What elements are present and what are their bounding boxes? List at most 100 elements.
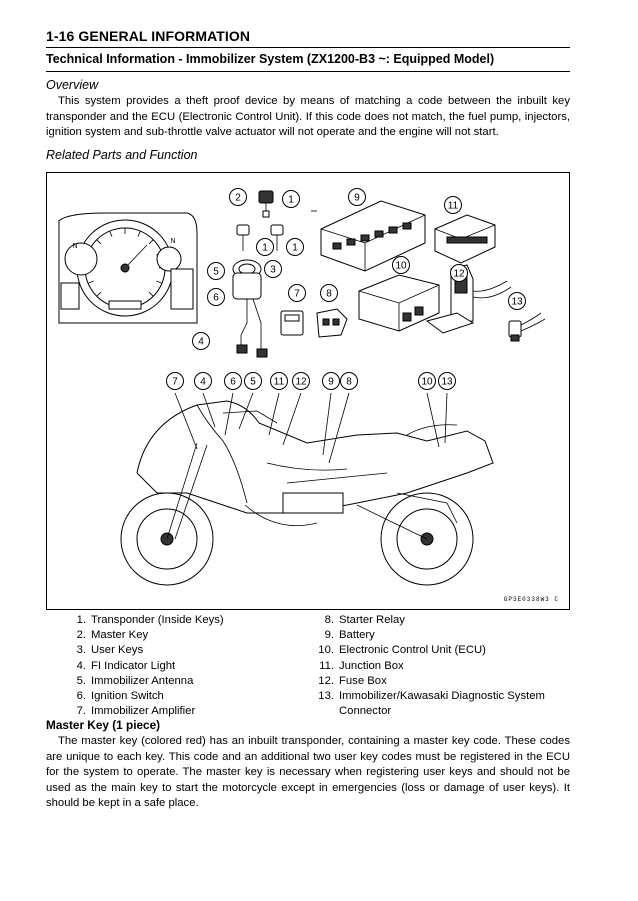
svg-text:3: 3 [270, 265, 276, 276]
subtitle-rule [46, 71, 570, 72]
dial-tick [87, 280, 94, 284]
svg-text:9: 9 [328, 377, 334, 388]
callout-number: 13 [438, 372, 456, 390]
svg-text:8: 8 [346, 377, 352, 388]
list-item: 3. User Keys [64, 643, 304, 658]
svg-text:8: 8 [326, 289, 332, 300]
svg-text:6: 6 [230, 377, 236, 388]
callout-number: 7 [166, 372, 184, 390]
part-label: User Keys [91, 644, 144, 657]
page-title: 1-16 GENERAL INFORMATION [46, 28, 251, 44]
callout-number: 6 [224, 372, 242, 390]
battery-terminal [388, 226, 398, 234]
part-number: 1. [76, 614, 86, 626]
svg-text:12: 12 [295, 377, 307, 388]
part-number: 10. [318, 644, 334, 657]
svg-text:11: 11 [274, 377, 285, 388]
svg-text:1: 1 [288, 195, 294, 206]
list-item: 6.Ignition Switch [64, 689, 304, 704]
part-label: Electronic Control Unit (ECU) [339, 644, 486, 657]
callout-number: 6 [207, 288, 225, 306]
battery-terminal [374, 230, 384, 238]
part-label: Immobilizer Antenna [91, 674, 194, 687]
motorcycle-icon [120, 400, 494, 586]
callout-number: 11 [444, 196, 462, 214]
overview-text: This system provides a theft proof devic… [46, 95, 570, 138]
ignition-switch-icon [232, 259, 268, 358]
header-rule [46, 47, 570, 48]
master-key-icon [258, 190, 274, 218]
dial-tick [156, 280, 163, 284]
list-item: 8.Starter Relay [312, 613, 574, 628]
dial-tick [96, 239, 102, 245]
part-label: Junction Box [339, 659, 404, 672]
svg-text:1: 1 [292, 243, 298, 254]
part-number: 13. [318, 690, 334, 703]
list-item: 9.Battery [312, 628, 574, 643]
list-item: 11. Junction Box [312, 659, 574, 674]
part-number: 6. [76, 690, 86, 703]
figure-code: GP3E0338W3 C [503, 596, 559, 603]
master-key-heading: Master Key (1 piece) [46, 718, 161, 732]
overview-heading: Overview [46, 78, 99, 92]
svg-text:5: 5 [250, 377, 256, 388]
callout-number: 1 [256, 238, 274, 256]
svg-text:4: 4 [200, 377, 206, 388]
section-subtitle: Technical Information - Immobilizer Syst… [46, 52, 495, 66]
part-number: 9. [324, 629, 334, 642]
callout-number: 3 [264, 260, 282, 278]
part-number: 3. [76, 644, 86, 657]
figure-drawing: N N [58, 188, 546, 586]
svg-text:7: 7 [294, 289, 300, 300]
part-number: 7. [76, 705, 86, 718]
ecu-icon [358, 274, 440, 332]
master-key-text: The master key (colored red) has an inbu… [46, 735, 570, 809]
callout-number: 8 [340, 372, 358, 390]
callout-number: 5 [244, 372, 262, 390]
callout-number: 13 [508, 292, 526, 310]
dial-tick [148, 239, 154, 245]
part-number: 11. [319, 659, 334, 672]
part-label: Immobilizer/Kawasaki Diagnostic System C… [339, 690, 545, 718]
dial-tick [109, 230, 113, 237]
callout-number: 5 [207, 262, 225, 280]
starter-relay-icon [316, 308, 348, 338]
svg-text:9: 9 [354, 193, 360, 204]
svg-text:10: 10 [395, 261, 407, 272]
part-number: 2. [76, 629, 86, 642]
list-item: 4.FI Indicator Light [64, 659, 304, 674]
junction-box-icon [434, 214, 496, 264]
callout-number: 12 [292, 372, 310, 390]
list-item: 2.Master Key [64, 628, 304, 643]
battery-terminal [402, 222, 412, 230]
svg-text:1: 1 [262, 243, 268, 254]
overview-paragraph: This system provides a theft proof devic… [46, 94, 570, 141]
part-label: Transponder (Inside Keys) [91, 614, 224, 626]
dial-tick [148, 291, 154, 297]
immobilizer-figure: N N [46, 172, 570, 610]
callout-number: 10 [392, 256, 410, 274]
list-item: 10. Electronic Control Unit (ECU) [312, 643, 574, 658]
speedometer-cluster-icon: N N [58, 212, 198, 324]
part-label: Starter Relay [339, 614, 405, 626]
callout-number: 4 [194, 372, 212, 390]
key-icon [236, 224, 284, 251]
callout-number: 10 [418, 372, 436, 390]
callout-number: 7 [288, 284, 306, 302]
svg-text:4: 4 [198, 337, 204, 348]
callout-number: 12 [450, 264, 468, 282]
leader-lines [174, 210, 448, 464]
callout-number: 1 [282, 190, 300, 208]
callout-number: 9 [322, 372, 340, 390]
battery-icon [320, 200, 426, 272]
master-key-paragraph: The master key (colored red) has an inbu… [46, 734, 570, 812]
svg-text:N: N [170, 238, 175, 245]
svg-text:6: 6 [213, 293, 219, 304]
battery-terminal [332, 242, 342, 250]
svg-text:N: N [72, 243, 77, 250]
callout-number: 8 [320, 284, 338, 302]
part-label: Fuse Box [339, 674, 387, 687]
part-label: Immobilizer Amplifier [91, 705, 196, 718]
